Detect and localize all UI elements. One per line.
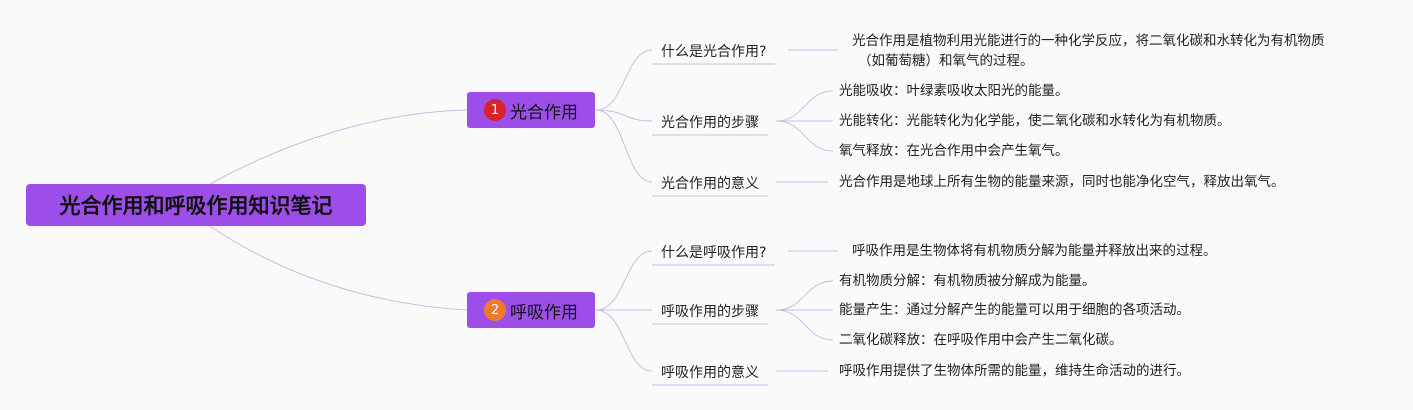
detail-photosynthesis-definition-line-1[interactable]: 光合作用是植物利用光能进行的一种化学反应，将二氧化碳和水转化为有机物质 [852, 33, 1325, 49]
priority-1-icon: 1 [484, 99, 506, 121]
connector-branch-1-topic-2 [595, 109, 653, 122]
topic-respiration-significance[interactable]: 呼吸作用的意义 [661, 365, 759, 381]
detail-respiration-significance[interactable]: 呼吸作用提供了生物体所需的能量，维持生命活动的进行。 [839, 363, 1190, 379]
detail-respiration-definition[interactable]: 呼吸作用是生物体将有机物质分解为能量并释放出来的过程。 [852, 243, 1217, 259]
topic-what-is-photosynthesis[interactable]: 什么是光合作用? [661, 44, 767, 60]
detail-oxygen-release[interactable]: 氧气释放：在光合作用中会产生氧气。 [839, 143, 1069, 159]
branch-node-respiration[interactable]: 2 呼吸作用 [467, 292, 595, 328]
detail-light-absorption[interactable]: 光能吸收：叶绿素吸收太阳光的能量。 [839, 83, 1069, 99]
topic-what-is-respiration[interactable]: 什么是呼吸作用? [661, 245, 767, 261]
priority-2-icon: 2 [484, 299, 506, 321]
detail-photosynthesis-significance[interactable]: 光合作用是地球上所有生物的能量来源，同时也能净化空气，释放出氧气。 [839, 174, 1285, 190]
detail-co2-release[interactable]: 二氧化碳释放：在呼吸作用中会产生二氧化碳。 [839, 332, 1123, 348]
branch-label: 呼吸作用 [510, 302, 578, 323]
connector-branch-1-topic-1 [595, 49, 653, 111]
detail-organic-breakdown[interactable]: 有机物质分解：有机物质被分解成为能量。 [839, 273, 1096, 289]
branch-node-photosynthesis[interactable]: 1 光合作用 [467, 92, 595, 128]
detail-energy-conversion[interactable]: 光能转化：光能转化为化学能，使二氧化碳和水转化为有机物质。 [839, 113, 1231, 129]
connector-root-branch-1 [209, 109, 468, 185]
connector-branch-1-topic-3 [595, 109, 653, 183]
topic-photosynthesis-steps[interactable]: 光合作用的步骤 [661, 115, 759, 131]
connector-branch-2-topic-1 [595, 250, 653, 311]
branch-label: 光合作用 [510, 102, 578, 123]
connector-branch-2-topic-3 [595, 309, 653, 372]
root-node[interactable]: 光合作用和呼吸作用知识笔记 [26, 184, 366, 226]
root-title: 光合作用和呼吸作用知识笔记 [59, 194, 333, 218]
detail-photosynthesis-definition-line-2[interactable]: （如葡萄糖）和氧气的过程。 [858, 53, 1034, 69]
topic-respiration-steps[interactable]: 呼吸作用的步骤 [661, 304, 759, 320]
connector-root-branch-2 [209, 225, 468, 311]
topic-photosynthesis-significance[interactable]: 光合作用的意义 [661, 176, 759, 192]
detail-energy-production[interactable]: 能量产生：通过分解产生的能量可以用于细胞的各项活动。 [839, 302, 1190, 318]
